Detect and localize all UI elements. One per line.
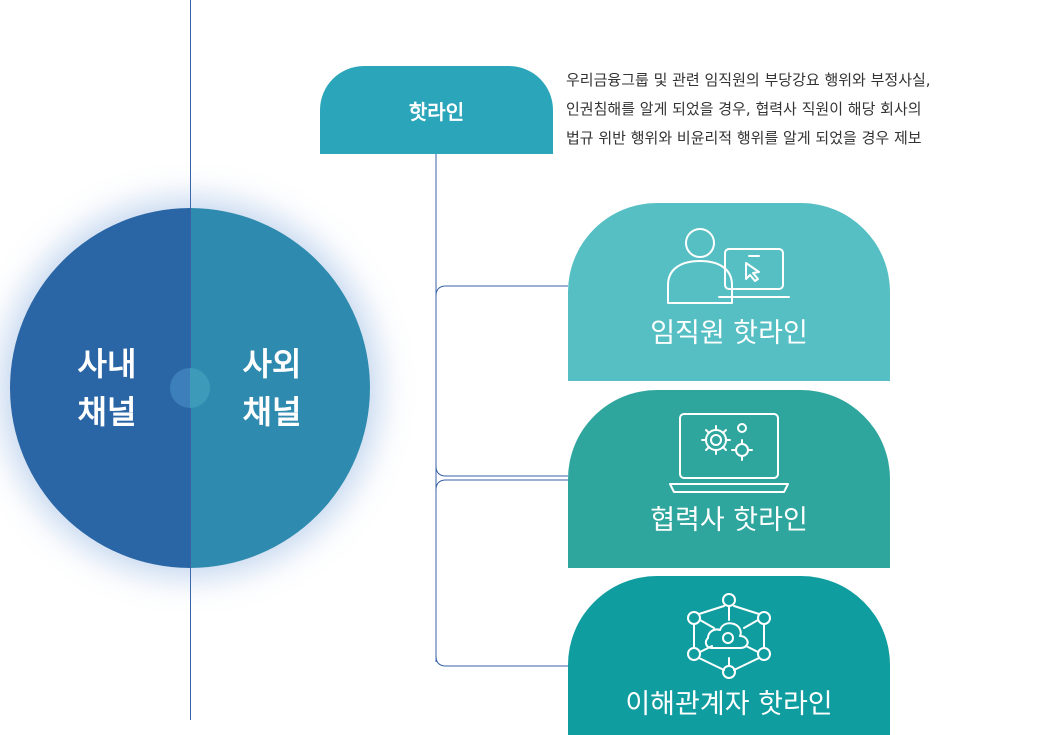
connector-branch-2 xyxy=(435,465,568,477)
description-line-3: 법규 위반 행위와 비윤리적 행위를 알게 되었을 경우 제보 xyxy=(566,129,922,147)
partner-hotline-label: 협력사 핫라인 xyxy=(650,505,808,536)
laptop-gears-icon xyxy=(669,413,789,493)
description-line-2: 인권침해를 알게 되었을 경우, 협력사 직원이 해당 회사의 xyxy=(566,100,922,118)
channel-circle xyxy=(10,208,370,568)
hotline-description: 우리금융그룹 및 관련 임직원의 부당강요 행위와 부정사실, 인권침해를 알게… xyxy=(566,66,1036,153)
hotline-title-tab: 핫라인 xyxy=(320,66,553,154)
internal-channel-label-line1: 사내 xyxy=(77,345,137,383)
description-line-1: 우리금융그룹 및 관련 임직원의 부당강요 행위와 부정사실, xyxy=(566,71,931,89)
hotline-title: 핫라인 xyxy=(408,99,465,124)
external-channel-label-line2: 채널 xyxy=(242,393,302,431)
internal-channel-label: 사내 채널 xyxy=(62,340,152,436)
external-channel-half xyxy=(190,208,370,568)
external-channel-label: 사외 채널 xyxy=(227,340,317,436)
connector-branch-2b xyxy=(435,479,568,491)
employee-hotline-card[interactable]: 임직원 핫라인 xyxy=(568,203,890,381)
person-laptop-icon xyxy=(667,228,790,304)
internal-channel-label-line2: 채널 xyxy=(77,393,137,431)
internal-channel-half xyxy=(10,208,190,568)
stakeholder-hotline-label: 이해관계자 핫라인 xyxy=(625,689,833,720)
stakeholder-hotline-card[interactable]: 이해관계자 핫라인 xyxy=(568,576,890,735)
connector-branch-1 xyxy=(435,285,568,297)
external-channel-label-line1: 사외 xyxy=(242,345,302,383)
connector-branch-3 xyxy=(435,655,568,667)
center-dot xyxy=(170,368,210,408)
partner-hotline-card[interactable]: 협력사 핫라인 xyxy=(568,390,890,568)
network-cloud-icon xyxy=(687,593,771,679)
employee-hotline-label: 임직원 핫라인 xyxy=(650,318,808,349)
